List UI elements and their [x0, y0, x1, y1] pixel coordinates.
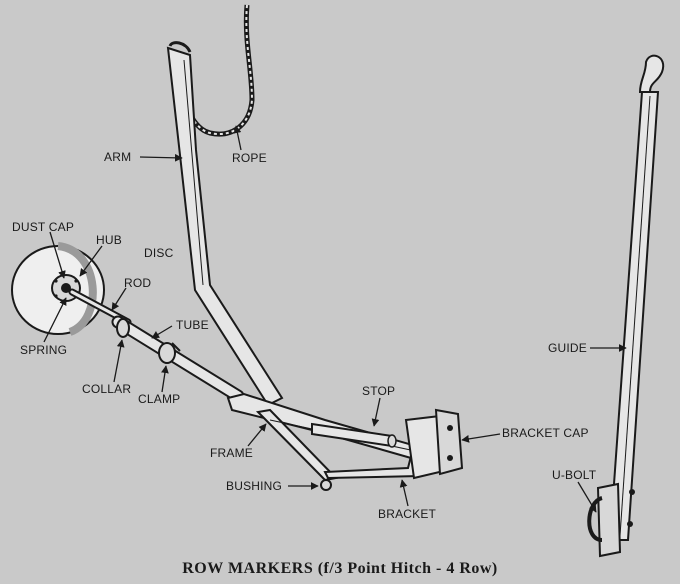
- leader-arm: [139, 153, 183, 162]
- arm: [166, 41, 284, 407]
- label-disc: DISC: [144, 246, 174, 260]
- leader-bracket: [399, 479, 409, 507]
- leader-rod: [111, 287, 127, 311]
- label-tube: TUBE: [176, 318, 209, 332]
- guide: [608, 54, 665, 541]
- u-bolt: [587, 482, 635, 558]
- label-hub: HUB: [96, 233, 122, 247]
- leader-rope: [233, 125, 242, 151]
- leader-u-bolt: [577, 481, 597, 513]
- label-bracket-cap: BRACKET CAP: [502, 426, 589, 440]
- label-rope: ROPE: [232, 151, 267, 165]
- label-stop: STOP: [362, 384, 396, 398]
- tube: [111, 315, 245, 403]
- leader-bracket-cap: [461, 433, 501, 443]
- label-arm: ARM: [104, 150, 132, 164]
- label-rod: ROD: [124, 276, 152, 290]
- stop: [311, 422, 397, 448]
- leader-spring: [43, 297, 67, 343]
- label-spring: SPRING: [20, 343, 68, 357]
- label-bracket: BRACKET: [378, 507, 437, 521]
- label-bushing: BUSHING: [226, 479, 283, 493]
- leader-tube: [151, 325, 173, 339]
- leader-collar: [113, 339, 125, 383]
- leader-clamp: [161, 365, 169, 393]
- figure-caption: ROW MARKERS (f/3 Point Hitch - 4 Row): [182, 560, 498, 577]
- label-frame: FRAME: [210, 446, 253, 460]
- clamp: [158, 342, 181, 364]
- label-guide: GUIDE: [548, 341, 588, 355]
- label-dust-cap: DUST CAP: [12, 220, 75, 234]
- label-u-bolt: U-BOLT: [552, 468, 597, 482]
- disc: [11, 242, 105, 336]
- bushing: [320, 479, 332, 491]
- label-collar: COLLAR: [82, 382, 132, 396]
- leader-frame: [247, 423, 267, 447]
- bracket-cap: [434, 408, 464, 476]
- leader-lines: [43, 125, 627, 513]
- label-clamp: CLAMP: [138, 392, 181, 406]
- leader-stop: [371, 397, 381, 427]
- leader-dust-cap: [49, 231, 66, 279]
- collar: [116, 318, 130, 338]
- leader-hub: [79, 245, 103, 277]
